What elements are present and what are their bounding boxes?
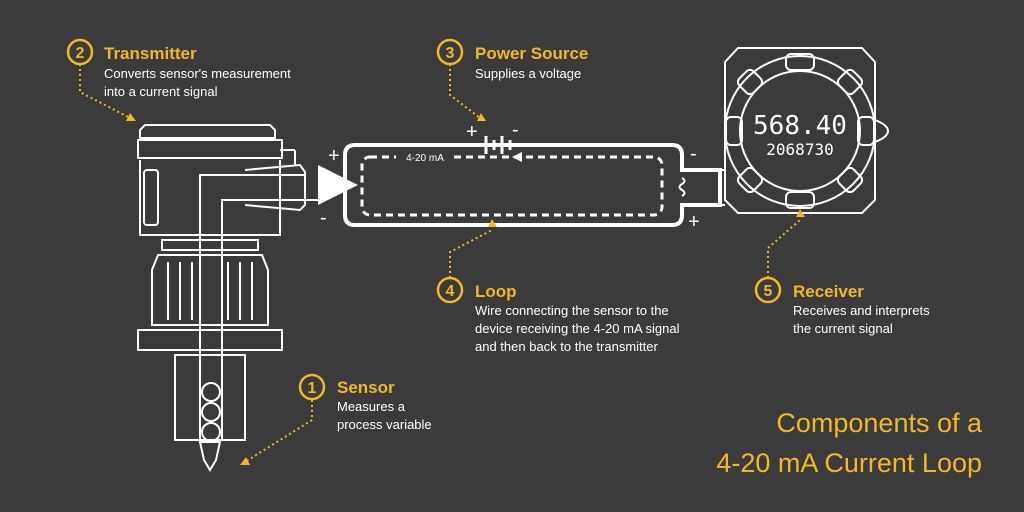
badge-number: 4: [446, 283, 455, 300]
callout-desc: Receives and interprets: [793, 303, 930, 318]
callout-power-source: 3 Power Source Supplies a voltage: [436, 38, 588, 81]
callout-desc: Wire connecting the sensor to the: [475, 303, 669, 318]
cable-gland: [244, 163, 306, 212]
leader-arrowheads: [126, 113, 805, 465]
transmitter-window: [143, 169, 159, 226]
main-title-line-2: 4-20 mA Current Loop: [716, 448, 982, 478]
receiver-device: [705, 47, 890, 214]
receiver-knob: [874, 119, 890, 143]
number-badge: [436, 276, 464, 304]
callout-leaders: [79, 64, 801, 463]
callout-desc: Measures a: [337, 399, 406, 414]
transmitter-internal-wires: [199, 174, 320, 442]
callout-desc: and then back to the transmitter: [475, 339, 658, 354]
callout-title: Transmitter: [104, 44, 197, 63]
resistor-icon: [678, 177, 686, 197]
transmitter-neck: [161, 239, 259, 251]
badge-number: 1: [308, 380, 317, 397]
transmitter-minus-sign: -: [320, 207, 327, 229]
receiver-housing: [724, 47, 876, 214]
power-source-leader: [449, 64, 481, 119]
sensor-probe: [174, 354, 246, 441]
receiver-plus-sign: +: [688, 211, 700, 233]
sensor-tip: [198, 441, 222, 472]
current-flow-path: [360, 155, 664, 217]
transmitter-ring: [137, 329, 283, 351]
transmitter-housing-top: [137, 139, 283, 159]
badge-number: 2: [76, 45, 85, 62]
flow-arrow: [512, 152, 522, 162]
transmitter-cap: [139, 124, 276, 139]
callout-desc: Converts sensor's measurement: [104, 66, 291, 81]
loop-leader: [449, 229, 493, 278]
number-badge: [66, 38, 94, 66]
badge-number: 3: [446, 45, 455, 62]
battery-minus-sign: -: [512, 119, 519, 141]
transmitter-plus-sign: +: [328, 145, 340, 167]
callout-title: Power Source: [475, 44, 588, 63]
callout-desc: the current signal: [793, 321, 893, 336]
signal-arrow: [318, 165, 358, 205]
number-badge: [754, 276, 782, 304]
callout-title: Loop: [475, 282, 517, 301]
display-sub-reading: 2068730: [766, 140, 833, 159]
main-title-line-1: Components of a: [776, 408, 983, 438]
transmitter-leader: [79, 64, 131, 119]
transmitter-flange: [151, 254, 269, 326]
receiver-leader: [767, 219, 801, 278]
receiver-minus-sign: -: [690, 143, 697, 165]
callout-transmitter: 2 Transmitter Converts sensor's measurem…: [66, 38, 291, 99]
battery-icon: [484, 136, 512, 154]
callout-receiver: 5 Receiver Receives and interprets the c…: [754, 276, 930, 336]
callout-desc: into a current signal: [104, 84, 218, 99]
loop-label: 4-20 mA: [406, 153, 444, 164]
callout-desc: process variable: [337, 417, 432, 432]
display-main-reading: 568.40: [753, 111, 847, 141]
sensor-leader: [244, 400, 313, 463]
transmitter-housing: [139, 160, 281, 236]
callout-title: Sensor: [337, 378, 395, 397]
loop-label-box: [396, 150, 454, 164]
callout-loop: 4 Loop Wire connecting the sensor to the…: [436, 276, 680, 354]
badge-number: 5: [764, 283, 773, 300]
callout-desc: device receiving the 4-20 mA signal: [475, 321, 680, 336]
callout-title: Receiver: [793, 282, 864, 301]
callout-sensor: 1 Sensor Measures a process variable: [298, 373, 432, 432]
number-badge: [298, 373, 326, 401]
current-loop: 4-20 mA: [343, 143, 722, 227]
number-badge: [436, 38, 464, 66]
callout-desc: Supplies a voltage: [475, 66, 581, 81]
battery-plus-sign: +: [466, 121, 478, 143]
